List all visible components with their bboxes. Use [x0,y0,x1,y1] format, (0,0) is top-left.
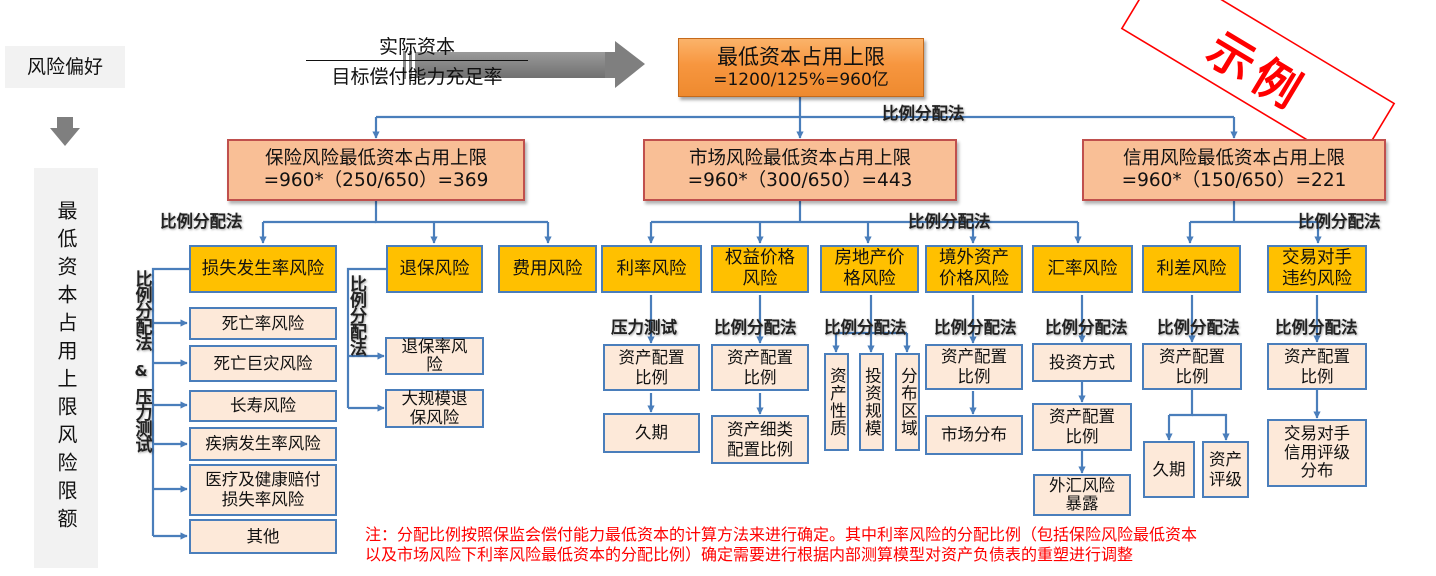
method-label-stress: 压力测试 [131,388,152,452]
method-label-overseas: 比例分配法 [934,318,1017,337]
formula-denominator: 目标偿付能力充足率 [331,66,503,88]
leaf-text: 资产性质 [827,367,847,437]
method-label-real-estate: 比例分配法 [824,318,907,337]
leaf-asset-allocation: 资产配置 比例 [1267,343,1367,390]
leaf-asset-allocation: 资产配置 比例 [603,344,700,391]
category-formula: =960*（300/650）=443 [687,170,913,191]
leaf-distribution-region: 分布区域 [895,353,920,451]
footnote-line-2: 以及市场风险下利率风险最低资本的分配比例）确定需要进行根据内部测算模型对资产负债… [365,545,1134,564]
gray-arrow-right-head [605,41,645,88]
category-title: 保险风险最低资本占用上限 [264,147,487,169]
leaf-longevity: 长寿风险 [189,390,337,422]
leaf-text: 投资规模 [862,367,882,437]
root-title: 最低资本占用上限 [717,44,885,69]
method-label-equity: 比例分配法 [714,318,797,337]
category-title: 市场风险最低资本占用上限 [688,147,911,169]
method-label-proportional: 比例分配法 [131,270,152,350]
leaf-text: 分布区域 [898,367,918,437]
leaf-medical-claims: 医疗及健康赔付 损失率风险 [189,464,337,516]
method-label-insurance: 比例分配法 [160,212,243,231]
leaf-asset-allocation: 资产配置 比例 [711,344,809,391]
leaf-asset-rating: 资产 评级 [1202,441,1249,498]
method-label-interest-rate: 压力测试 [611,318,677,337]
gray-arrow-down [50,117,80,146]
leaf-asset-nature: 资产性质 [824,353,849,451]
leaf-duration: 久期 [603,413,700,453]
category-insurance: 保险风险最低资本占用上限 =960*（250/650）=369 [227,139,525,201]
vertical-title-panel: 最低资本占用上限风险限额 [34,168,98,568]
method-label-root: 比例分配法 [882,104,965,123]
category-formula: =960*（250/650）=369 [263,170,489,191]
risk-fx: 汇率风险 [1032,245,1133,293]
leaf-asset-allocation: 资产配置 比例 [1142,343,1242,390]
leaf-mortality-catastrophe: 死亡巨灾风险 [189,345,337,382]
gray-arrow-right [403,51,605,79]
risk-appetite-label: 风险偏好 [5,46,125,88]
category-formula: =960*（150/650）=221 [1121,170,1347,191]
leaf-asset-allocation: 资产配置 比例 [1032,403,1132,451]
risk-interest-rate: 利率风险 [601,245,702,293]
root-node: 最低资本占用上限 =1200/125%=960亿 [678,38,924,97]
risk-loss-occurrence: 损失发生率风险 [189,245,337,293]
leaf-fx-exposure: 外汇风险 暴露 [1033,474,1131,516]
leaf-asset-subclass-allocation: 资产细类 配置比例 [711,415,809,464]
example-stamp [1120,0,1396,170]
leaf-investment-method: 投资方式 [1032,343,1132,382]
leaf-counterparty-rating-distribution: 交易对手 信用评级 分布 [1267,419,1367,487]
method-label-credit: 比例分配法 [1298,212,1381,231]
risk-expense: 费用风险 [498,245,597,293]
category-title: 信用风险最低资本占用上限 [1122,147,1345,169]
leaf-asset-allocation: 资产配置 比例 [925,344,1023,390]
root-formula: =1200/125%=960亿 [713,69,889,90]
leaf-surrender-rate: 退保率风 险 [385,337,484,375]
risk-surrender: 退保风险 [386,245,483,293]
risk-counterparty-default: 交易对手 违约风险 [1267,245,1367,293]
vertical-title: 最低资本占用上限风险限额 [54,200,78,536]
category-credit: 信用风险最低资本占用上限 =960*（150/650）=221 [1082,139,1386,201]
method-label-fx: 比例分配法 [1045,318,1128,337]
formula-numerator: 实际资本 [378,36,455,58]
leaf-morbidity: 疾病发生率风险 [189,427,337,461]
leaf-market-distribution: 市场分布 [925,415,1023,455]
category-market: 市场风险最低资本占用上限 =960*（300/650）=443 [643,139,957,201]
method-label-market: 比例分配法 [908,212,991,231]
risk-spread: 利差风险 [1142,245,1241,293]
footnote-line-1: 注：分配比例按照保监会偿付能力最低资本的计算方法来进行确定。其中利率风险的分配比… [365,525,1198,544]
risk-overseas-asset-price: 境外资产 价格风险 [925,245,1023,293]
leaf-duration: 久期 [1143,441,1195,498]
leaf-mortality: 死亡率风险 [189,307,337,340]
method-label-ampersand: & [134,362,148,380]
method-label-proportional: 比例分配法 [346,275,366,355]
risk-real-estate-price: 房地产价 格风险 [820,245,919,293]
method-label-counterparty: 比例分配法 [1275,318,1358,337]
leaf-mass-surrender: 大规模退 保风险 [385,389,484,428]
leaf-investment-scale: 投资规模 [859,353,884,451]
method-label-loss-occurrence: 比例分配法 & 压力测试 [128,270,154,452]
method-label-spread: 比例分配法 [1157,318,1240,337]
leaf-other: 其他 [189,519,337,554]
risk-equity-price: 权益价格 风险 [711,245,809,293]
formula-divider [306,60,528,61]
method-label-surrender: 比例分配法 [346,275,371,359]
